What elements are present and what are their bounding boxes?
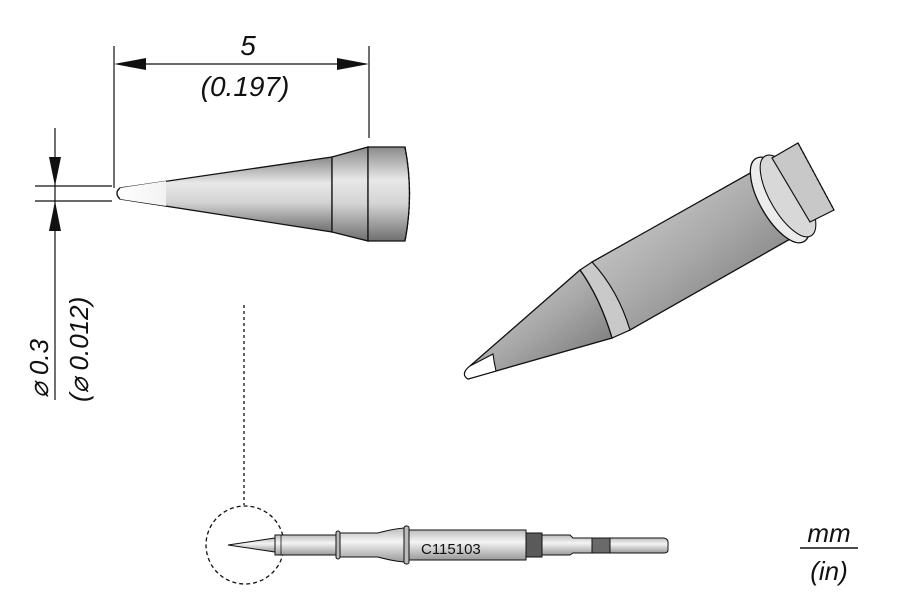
length-mm-label: 5	[240, 30, 256, 61]
tinned-tip	[117, 181, 166, 206]
units-top-label: mm	[807, 518, 850, 548]
iso-break-line	[797, 142, 835, 211]
length-dimension: 5 (0.197)	[113, 30, 370, 188]
cartridge-band-2	[591, 537, 611, 554]
cartridge-connector	[541, 534, 593, 556]
cartridge-tip	[227, 537, 276, 553]
cartridge-flare	[339, 527, 405, 563]
tip-isometric-view	[463, 142, 835, 380]
diameter-inch-label: (⌀ 0.012)	[64, 297, 94, 402]
cartridge-sleeve	[274, 534, 338, 556]
break-line	[404, 146, 411, 242]
iso-tinned-tip	[463, 353, 497, 380]
arrow-left-icon	[114, 58, 146, 70]
diameter-mm-label: ⌀ 0.3	[24, 338, 54, 398]
tip-side-view	[116, 146, 411, 242]
part-number-label: C115103	[421, 541, 481, 558]
cartridge-label-body	[408, 529, 527, 561]
arrow-up-icon	[49, 201, 61, 231]
diameter-dimension: ⌀ 0.3 (⌀ 0.012)	[24, 128, 112, 402]
arrow-right-icon	[337, 58, 369, 70]
length-inch-label: (0.197)	[201, 71, 290, 102]
tip-sleeve	[367, 146, 411, 242]
cartridge-pin	[609, 537, 669, 554]
cartridge-ring-2	[403, 525, 410, 565]
cartridge-band-1	[525, 532, 543, 558]
units-legend: mm (in)	[800, 518, 858, 586]
arrow-down-icon	[49, 157, 61, 186]
units-bottom-label: (in)	[810, 556, 848, 586]
cartridge-view: C115103	[227, 525, 669, 565]
cartridge-ring-1	[335, 530, 341, 560]
tip-shoulder	[331, 146, 369, 242]
